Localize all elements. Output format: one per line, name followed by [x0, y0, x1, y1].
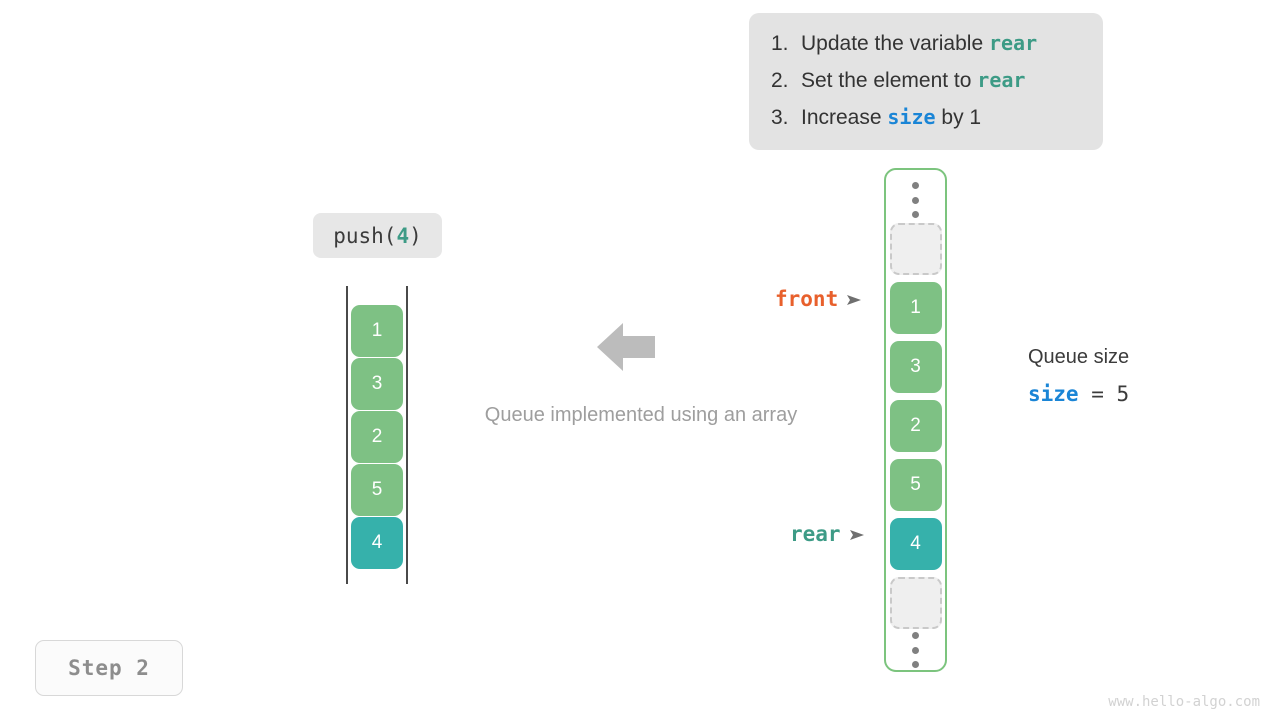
vertical-ellipsis-icon-bottom [912, 632, 919, 668]
queue-cell: 5 [889, 459, 942, 511]
queue-cells: 1 3 2 5 4 [889, 223, 942, 629]
instruction-item: 1. Update the variable rear [749, 31, 1103, 68]
instruction-item: 2. Set the element to rear [749, 68, 1103, 105]
step-badge: Step 2 [35, 640, 183, 696]
operation-argument: 4 [396, 223, 410, 248]
operation-label: push(4) [313, 213, 442, 258]
vertical-ellipsis-icon-top [912, 182, 919, 218]
queue-cell: 1 [889, 282, 942, 334]
queue-size-readout: Queue size size = 5 [1028, 343, 1129, 406]
operation-name: push( [333, 223, 397, 248]
queue-size-expression: size = 5 [1028, 382, 1129, 406]
watermark: www.hello-algo.com [1108, 694, 1260, 710]
queue-cell: 3 [889, 341, 942, 393]
rear-pointer: rear [790, 522, 866, 546]
front-pointer: front [775, 287, 863, 311]
array-cell-new: 4 [351, 517, 403, 569]
instruction-text: Increase [801, 106, 888, 129]
array-cell: 2 [351, 411, 403, 463]
queue-cell-empty [889, 577, 942, 629]
front-pointer-label: front [775, 287, 839, 311]
size-variable-value: = 5 [1078, 382, 1130, 406]
operation-close-paren: ) [409, 223, 422, 248]
instruction-panel: 1. Update the variable rear 2. Set the e… [749, 13, 1103, 150]
queue-array-container: 1 3 2 5 4 [884, 168, 947, 672]
instruction-text: Update the variable [801, 32, 989, 55]
instruction-item: 3. Increase size by 1 [749, 105, 1103, 142]
instruction-code-token: size [887, 105, 936, 129]
left-array-cells: 1 3 2 5 4 [351, 305, 403, 569]
instruction-code-token: rear [977, 68, 1026, 92]
array-cell: 1 [351, 305, 403, 357]
left-array-diagram: 1 3 2 5 4 [346, 286, 408, 584]
instruction-number: 1. [771, 32, 789, 55]
rear-pointer-label: rear [790, 522, 841, 546]
instruction-text-suffix: by 1 [935, 106, 982, 129]
pointer-arrow-icon [847, 287, 863, 311]
instruction-text: Set the element to [801, 69, 978, 92]
size-variable-name: size [1028, 382, 1079, 406]
diagram-caption: Queue implemented using an array [484, 404, 798, 426]
array-rail-right [406, 286, 408, 584]
instruction-code-token: rear [988, 31, 1038, 55]
queue-cell-empty [889, 223, 942, 275]
array-cell: 3 [351, 358, 403, 410]
queue-size-title: Queue size [1028, 346, 1130, 368]
queue-cell-new: 4 [889, 518, 942, 570]
array-cell: 5 [351, 464, 403, 516]
instruction-number: 2. [771, 69, 789, 92]
queue-cell: 2 [889, 400, 942, 452]
arrow-left-icon [597, 322, 655, 372]
array-rail-left [346, 286, 348, 584]
instruction-number: 3. [771, 106, 789, 129]
pointer-arrow-icon [849, 522, 866, 546]
